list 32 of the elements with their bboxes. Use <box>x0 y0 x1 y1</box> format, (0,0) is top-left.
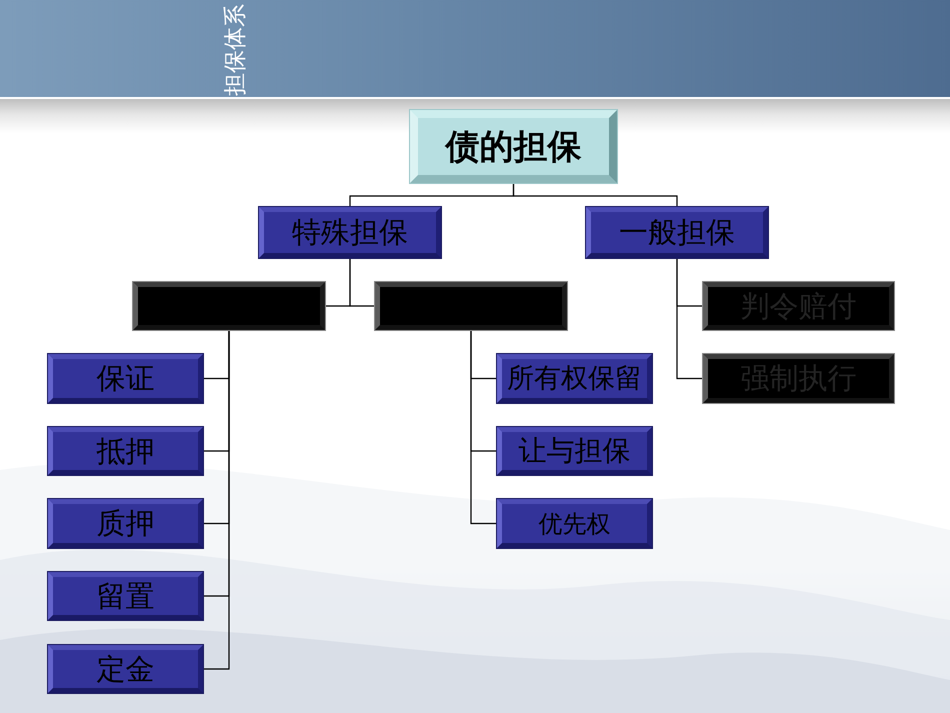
node-label: 债的担保 <box>446 130 582 164</box>
connector-line <box>676 258 703 380</box>
connector-line <box>349 258 375 307</box>
empty-box <box>133 282 325 330</box>
node-label: 特殊担保 <box>292 218 408 247</box>
category-box <box>48 572 203 620</box>
empty-box <box>375 282 567 330</box>
category-box <box>48 645 203 693</box>
category-box <box>48 499 203 548</box>
node-label: 让与担保 <box>518 437 630 465</box>
category-box <box>497 427 652 475</box>
node-label: 优先权 <box>538 512 610 536</box>
slide-title: 担保体系 <box>224 4 248 96</box>
connector-line <box>203 330 230 670</box>
root-box <box>410 110 617 183</box>
node-label: 抵押 <box>96 436 154 466</box>
connector-line <box>512 183 678 207</box>
category-box <box>48 354 203 403</box>
category-box <box>259 207 441 258</box>
connector-line <box>470 330 497 524</box>
node-label: 留置 <box>96 582 154 610</box>
category-box <box>703 354 894 403</box>
category-box <box>586 207 768 258</box>
category-box <box>48 427 203 475</box>
node-label: 保证 <box>96 364 154 393</box>
category-box <box>497 354 652 403</box>
node-label: 质押 <box>96 509 154 538</box>
category-box <box>703 282 894 330</box>
category-box <box>497 499 652 548</box>
node-label: 所有权保留 <box>507 365 642 392</box>
node-label: 定金 <box>96 654 154 684</box>
node-label: 一般担保 <box>619 218 735 247</box>
